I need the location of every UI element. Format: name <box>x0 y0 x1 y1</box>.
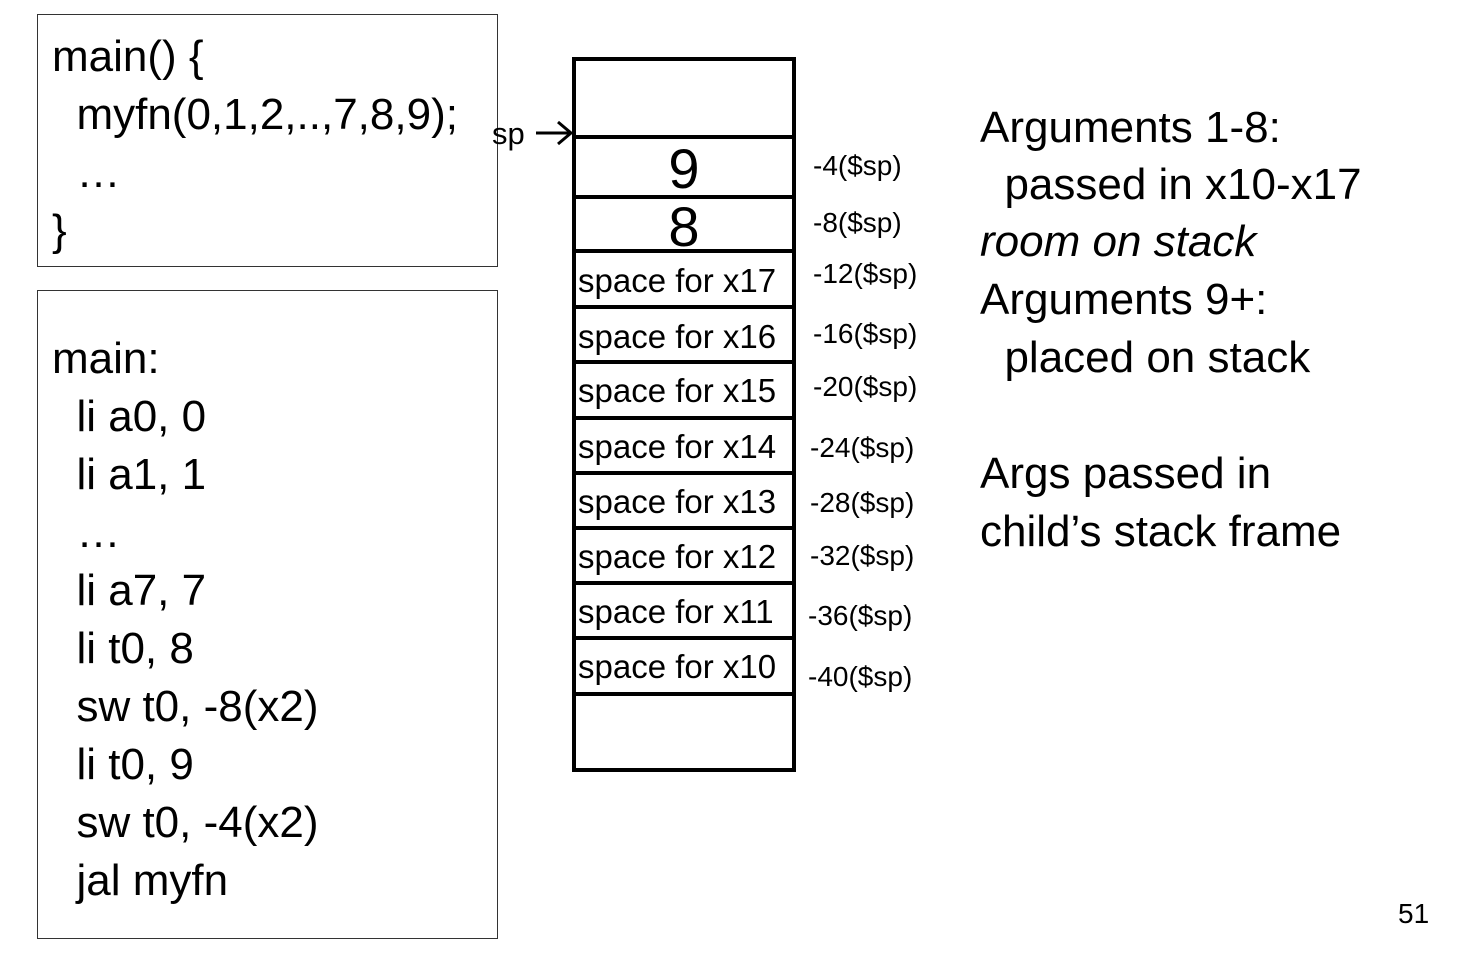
asm-code-line: li t0, 9 <box>52 740 194 789</box>
stack-diagram: 9 8 space for x17 space for x16 space fo… <box>572 57 796 772</box>
note-args-9-plus-detail: placed on stack <box>980 333 1311 382</box>
c-code-box: main() { myfn(0,1,2,..,7,8,9); … } <box>37 14 498 267</box>
stack-cell-arg8: 8 <box>668 195 700 258</box>
note-args-9-plus: Arguments 9+: <box>980 275 1268 324</box>
note-args-1-8: Arguments 1-8: <box>980 103 1281 152</box>
stack-divider <box>576 135 792 139</box>
note-room-on-stack: room on stack <box>980 217 1257 266</box>
stack-cell-x16: space for x16 <box>578 318 777 355</box>
c-code-line: myfn(0,1,2,..,7,8,9); <box>52 90 458 139</box>
asm-code-line: li a1, 1 <box>52 450 207 499</box>
offset-label: -16($sp) <box>813 318 918 349</box>
c-code-line: … <box>52 148 121 197</box>
offset-label: -20($sp) <box>813 371 918 402</box>
asm-code-box: main: li a0, 0 li a1, 1 … li a7, 7 li t0… <box>37 290 498 939</box>
stack-cell-x17: space for x17 <box>578 262 777 299</box>
asm-code-line: li t0, 8 <box>52 624 194 673</box>
offset-label: -24($sp) <box>810 432 915 463</box>
offset-label: -4($sp) <box>813 150 902 181</box>
c-code-line: } <box>52 206 67 255</box>
stack-cell-x10: space for x10 <box>578 648 777 685</box>
page-number: 51 <box>1398 898 1430 929</box>
stack-cell-x13: space for x13 <box>578 483 777 520</box>
asm-code-line: sw t0, -8(x2) <box>52 682 319 731</box>
stack-divider <box>576 305 792 309</box>
c-code-line: main() { <box>52 32 204 81</box>
stack-cell-x12: space for x12 <box>578 538 777 575</box>
stack-cell-arg9: 9 <box>668 137 700 200</box>
offset-label: -12($sp) <box>813 258 918 289</box>
stack-divider <box>576 195 792 199</box>
stack-divider <box>576 581 792 585</box>
offset-label: -32($sp) <box>810 540 915 571</box>
note-child-stack-frame: child’s stack frame <box>980 507 1342 556</box>
sp-arrow-icon <box>536 120 574 146</box>
offset-label: -8($sp) <box>813 207 902 238</box>
asm-code-line: main: <box>52 334 160 383</box>
asm-code-line: … <box>52 508 121 557</box>
note-args-passed: Args passed in <box>980 449 1272 498</box>
stack-divider <box>576 249 792 253</box>
sp-label: sp <box>492 116 525 151</box>
offset-label: -40($sp) <box>808 661 913 692</box>
note-args-1-8-detail: passed in x10-x17 <box>980 160 1362 209</box>
stack-cell-x15: space for x15 <box>578 372 777 409</box>
offset-label: -28($sp) <box>810 487 915 518</box>
asm-code-line: li a7, 7 <box>52 566 207 615</box>
offset-label: -36($sp) <box>808 600 913 631</box>
stack-cell-x14: space for x14 <box>578 428 777 465</box>
stack-cell-x11: space for x11 <box>578 593 774 630</box>
stack-divider <box>576 636 792 640</box>
stack-divider <box>576 360 792 364</box>
asm-code-line: sw t0, -4(x2) <box>52 798 319 847</box>
stack-divider <box>576 526 792 530</box>
asm-code-line: li a0, 0 <box>52 392 207 441</box>
stack-divider <box>576 416 792 420</box>
stack-divider <box>576 471 792 475</box>
stack-divider <box>576 692 792 696</box>
asm-code-line: jal myfn <box>52 856 229 905</box>
